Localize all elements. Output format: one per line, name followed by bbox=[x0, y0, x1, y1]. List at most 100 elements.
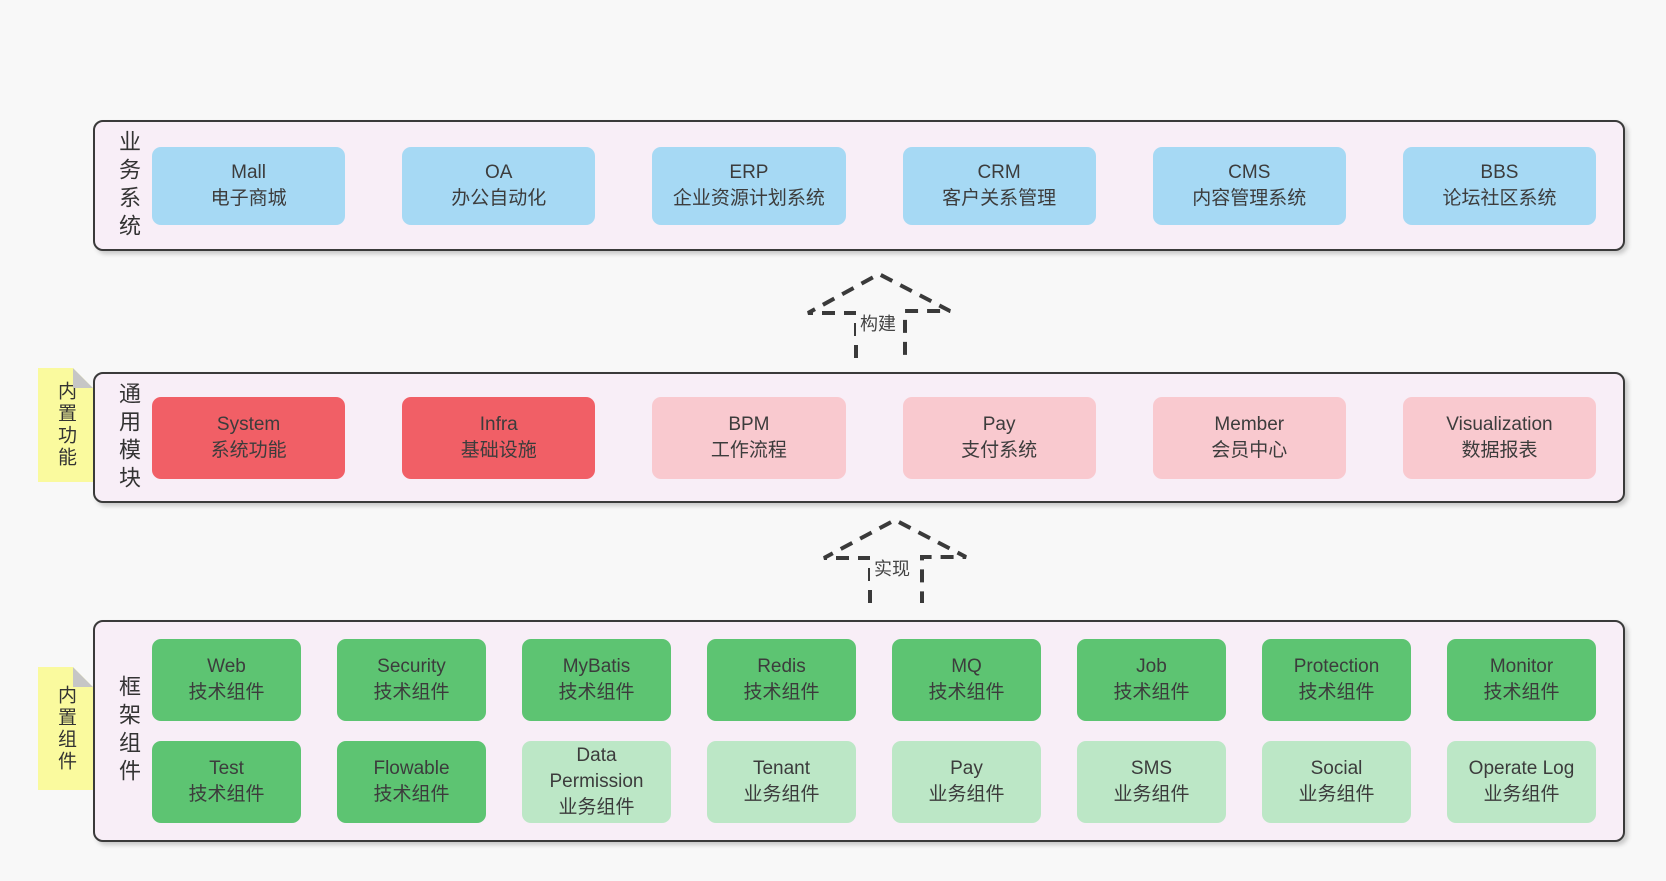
box-subtitle: 技术组件 bbox=[188, 784, 265, 805]
diagram-box-pay-system: Pay 支付系统 bbox=[902, 396, 1096, 479]
box-title: MyBatis bbox=[562, 656, 631, 677]
diagram-box-bbs: BBS 论坛社区系统 bbox=[1402, 146, 1597, 225]
box-title: OA bbox=[485, 161, 513, 183]
box-title: Test bbox=[209, 758, 244, 779]
box-subtitle: 业务组件 bbox=[1483, 784, 1560, 805]
arrow-implement-label: 实现 bbox=[870, 554, 914, 582]
box-subtitle: 技术组件 bbox=[558, 682, 635, 703]
diagram-box-visualization: Visualization 数据报表 bbox=[1402, 396, 1597, 479]
box-subtitle: 业务组件 bbox=[1113, 784, 1190, 805]
box-title: CRM bbox=[977, 161, 1021, 183]
box-subtitle: 内容管理系统 bbox=[1192, 187, 1307, 209]
layer-business-systems: 业务系统 Mall 电子商城 OA 办公自动化 ERP 企业资源计划系统 CRM… bbox=[93, 120, 1625, 251]
box-title: Social bbox=[1310, 758, 1363, 779]
diagram-box-web: Web 技术组件 bbox=[152, 639, 301, 721]
diagram-box-mybatis: MyBatis 技术组件 bbox=[522, 639, 671, 721]
diagram-box-job: Job 技术组件 bbox=[1077, 639, 1226, 721]
box-subtitle: 会员中心 bbox=[1211, 439, 1288, 461]
component-row-1: Web 技术组件 Security 技术组件 MyBatis 技术组件 Redi… bbox=[152, 639, 1596, 721]
box-title: Pay bbox=[950, 758, 983, 779]
business-boxes-row: Mall 电子商城 OA 办公自动化 ERP 企业资源计划系统 CRM 客户关系… bbox=[152, 146, 1597, 225]
diagram-box-operate-log: Operate Log 业务组件 bbox=[1447, 741, 1596, 823]
box-subtitle: 支付系统 bbox=[961, 439, 1038, 461]
box-title: Member bbox=[1214, 413, 1285, 435]
sticky-note-built-in-components: 内置组件 bbox=[38, 667, 93, 790]
layer-framework-components: 框架组件 Web 技术组件 Security 技术组件 MyBatis 技术组件… bbox=[93, 620, 1625, 842]
box-subtitle: 技术组件 bbox=[188, 682, 265, 703]
diagram-box-tenant: Tenant 业务组件 bbox=[707, 741, 856, 823]
box-title: Job bbox=[1136, 656, 1167, 677]
diagram-box-sms: SMS 业务组件 bbox=[1077, 741, 1226, 823]
diagram-box-flowable: Flowable 技术组件 bbox=[337, 741, 486, 823]
box-subtitle: 业务组件 bbox=[743, 784, 820, 805]
box-title: CMS bbox=[1228, 161, 1271, 183]
sticky-note-built-in-functions: 内置功能 bbox=[38, 368, 93, 482]
diagram-box-cms: CMS 内容管理系统 bbox=[1152, 146, 1346, 225]
box-subtitle: 技术组件 bbox=[373, 784, 450, 805]
diagram-box-redis: Redis 技术组件 bbox=[707, 639, 856, 721]
layer-components-label: 框架组件 bbox=[116, 675, 141, 787]
diagram-box-monitor: Monitor 技术组件 bbox=[1447, 639, 1596, 721]
diagram-box-mq: MQ 技术组件 bbox=[892, 639, 1041, 721]
diagram-box-security: Security 技术组件 bbox=[337, 639, 486, 721]
box-title: System bbox=[216, 413, 281, 435]
diagram-box-infra: Infra 基础设施 bbox=[402, 396, 596, 479]
box-title: Tenant bbox=[752, 758, 811, 779]
box-title: MQ bbox=[951, 656, 982, 677]
diagram-box-crm: CRM 客户关系管理 bbox=[902, 146, 1096, 225]
diagram-box-pay-component: Pay 业务组件 bbox=[892, 741, 1041, 823]
box-title: Web bbox=[207, 656, 246, 677]
box-title: ERP bbox=[729, 161, 769, 183]
component-boxes-grid: Web 技术组件 Security 技术组件 MyBatis 技术组件 Redi… bbox=[152, 639, 1596, 823]
box-subtitle: 技术组件 bbox=[1483, 682, 1560, 703]
box-subtitle: 业务组件 bbox=[558, 797, 635, 818]
box-title: Redis bbox=[757, 656, 806, 677]
box-title: Monitor bbox=[1489, 656, 1554, 677]
diagram-box-data-permission: Data Permission 业务组件 bbox=[522, 741, 671, 823]
arrow-build-label: 构建 bbox=[856, 309, 900, 337]
component-row-2: Test 技术组件 Flowable 技术组件 Data Permission … bbox=[152, 741, 1596, 823]
box-title: Data Permission bbox=[549, 745, 644, 792]
sticky-note-text: 内置组件 bbox=[55, 684, 76, 773]
box-title: Flowable bbox=[373, 758, 450, 779]
module-boxes-row: System 系统功能 Infra 基础设施 BPM 工作流程 Pay 支付系统… bbox=[152, 396, 1597, 479]
diagram-box-test: Test 技术组件 bbox=[152, 741, 301, 823]
diagram-box-oa: OA 办公自动化 bbox=[402, 146, 596, 225]
box-subtitle: 技术组件 bbox=[743, 682, 820, 703]
box-subtitle: 工作流程 bbox=[710, 439, 787, 461]
layer-common-modules: 通用模块 System 系统功能 Infra 基础设施 BPM 工作流程 Pay… bbox=[93, 372, 1625, 503]
box-subtitle: 基础设施 bbox=[460, 439, 537, 461]
layer-business-label: 业务系统 bbox=[116, 129, 141, 242]
diagram-box-system: System 系统功能 bbox=[152, 396, 346, 479]
box-subtitle: 技术组件 bbox=[1298, 682, 1375, 703]
diagram-box-social: Social 业务组件 bbox=[1262, 741, 1411, 823]
diagram-box-member: Member 会员中心 bbox=[1152, 396, 1346, 479]
box-title: BPM bbox=[728, 413, 770, 435]
box-subtitle: 技术组件 bbox=[373, 682, 450, 703]
box-subtitle: 客户关系管理 bbox=[942, 187, 1057, 209]
box-subtitle: 论坛社区系统 bbox=[1442, 187, 1557, 209]
sticky-note-text: 内置功能 bbox=[55, 381, 76, 469]
box-title: Protection bbox=[1293, 656, 1380, 677]
box-title: Security bbox=[377, 656, 446, 677]
diagram-box-erp: ERP 企业资源计划系统 bbox=[652, 146, 846, 225]
layer-modules-label: 通用模块 bbox=[116, 381, 141, 494]
box-title: Operate Log bbox=[1468, 758, 1575, 779]
box-subtitle: 电子商城 bbox=[210, 187, 287, 209]
box-title: Pay bbox=[982, 413, 1016, 435]
box-subtitle: 业务组件 bbox=[928, 784, 1005, 805]
box-subtitle: 办公自动化 bbox=[451, 187, 547, 209]
box-title: Infra bbox=[479, 413, 518, 435]
box-subtitle: 业务组件 bbox=[1298, 784, 1375, 805]
diagram-box-bpm: BPM 工作流程 bbox=[652, 396, 846, 479]
box-title: BBS bbox=[1480, 161, 1519, 183]
box-title: Visualization bbox=[1446, 413, 1553, 435]
box-subtitle: 系统功能 bbox=[210, 439, 287, 461]
box-subtitle: 技术组件 bbox=[1113, 682, 1190, 703]
box-title: Mall bbox=[231, 161, 266, 183]
diagram-box-mall: Mall 电子商城 bbox=[152, 146, 346, 225]
box-title: SMS bbox=[1130, 758, 1173, 779]
box-subtitle: 数据报表 bbox=[1461, 439, 1538, 461]
diagram-box-protection: Protection 技术组件 bbox=[1262, 639, 1411, 721]
box-subtitle: 技术组件 bbox=[928, 682, 1005, 703]
